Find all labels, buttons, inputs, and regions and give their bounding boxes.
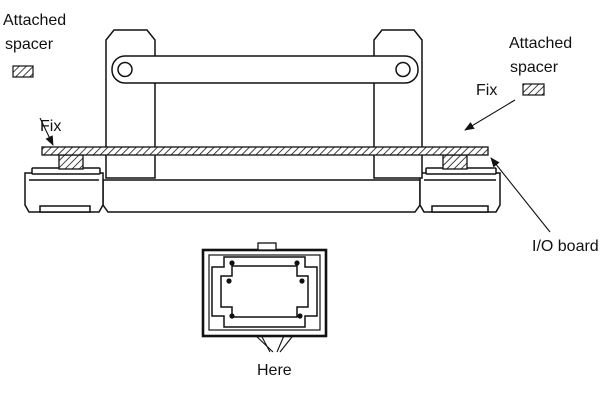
detail-center-outline <box>220 265 309 318</box>
fix-label-left: Fix <box>40 118 61 135</box>
jig-right-upright <box>373 29 423 179</box>
detail-screw-holes <box>226 260 305 319</box>
io-board-label: I/O board <box>532 238 599 255</box>
io-board-arrow <box>490 157 551 233</box>
fix-left-arrow <box>39 117 54 146</box>
here-label: Here <box>257 362 292 379</box>
spacer-right <box>442 154 468 170</box>
fix-right-arrow <box>464 99 516 131</box>
jig-top-bar <box>111 55 419 84</box>
jig-left-upright <box>105 29 156 179</box>
attached-spacer-label-right-line1: Attached <box>509 35 572 52</box>
attached-spacer-label-right-line2: spacer <box>510 59 559 76</box>
jig-base <box>102 179 421 213</box>
attached-spacer-label-left-line2: spacer <box>5 36 54 53</box>
attached-spacer-symbol-right <box>522 83 545 96</box>
attached-spacer-symbol-left <box>12 65 34 78</box>
jig-right-foot <box>419 172 501 213</box>
attached-spacer-label-left-line1: Attached <box>3 12 66 29</box>
jig-fixture <box>24 29 501 213</box>
io-board-plate <box>41 146 489 156</box>
spacer-left <box>58 154 84 170</box>
fix-label-right: Fix <box>476 82 497 99</box>
spacers <box>58 154 468 170</box>
detail-view <box>201 242 328 338</box>
jig-left-foot <box>24 172 104 213</box>
detail-tab <box>257 242 277 251</box>
